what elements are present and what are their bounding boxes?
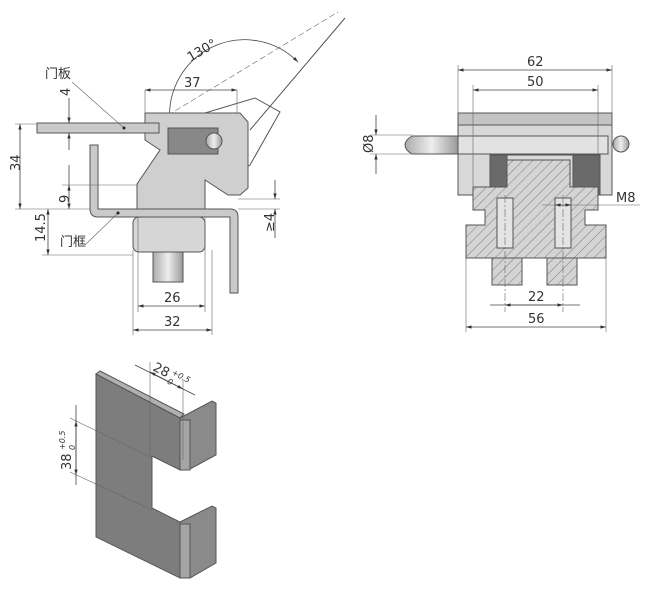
dim-ge4: ≥4 [263,213,278,232]
stud [152,251,184,283]
dim-26: 26 [164,291,181,306]
door-frame-label: 门框 [60,235,86,250]
dim-22: 22 [528,290,545,305]
dim-38-tol-lower: 0 [68,445,77,450]
nut-left [491,257,523,286]
dim-38: 38 [60,453,75,470]
lower-housing [132,216,206,253]
dim-28-tol-lower: 0 [166,377,175,387]
dim-4: 4 [59,88,74,96]
dim-56: 56 [528,312,545,327]
dim-28: 28 [150,360,172,381]
cutout-view: 28 +0.5 0 38 +0.5 0 [58,360,217,579]
dim-32: 32 [164,315,181,330]
door-frame [89,144,239,294]
dim-d8: Ø8 [362,134,377,153]
dim-38-group: 38 +0.5 0 [58,431,77,470]
door-panel-label: 门板 [45,67,71,82]
dim-38-tol-upper: +0.5 [58,431,67,450]
top-plate [457,112,613,126]
dim-37: 37 [184,76,201,91]
hinge-pin [205,132,223,150]
front-view: 62 50 Ø8 M8 22 56 [362,55,640,332]
nut-right [546,257,578,286]
dim-14-5: 14.5 [34,213,49,242]
dim-9: 9 [58,195,73,203]
dim-28-tol-upper: +0.5 [170,368,191,385]
bracket-plate [95,373,181,579]
side-view: 130° 门板 门框 37 4 34 9 14.5 ≥4 [9,11,346,335]
dim-62: 62 [527,55,544,70]
dim-50: 50 [527,75,544,90]
dim-28-group: 28 +0.5 0 [150,360,192,387]
angle-arc [169,39,299,123]
dim-34: 34 [9,154,24,171]
pin-end [612,135,630,153]
thread-label: M8 [616,191,636,206]
door-panel [36,122,160,134]
angle-label: 130° [185,37,220,66]
pin-shaft [404,135,459,155]
